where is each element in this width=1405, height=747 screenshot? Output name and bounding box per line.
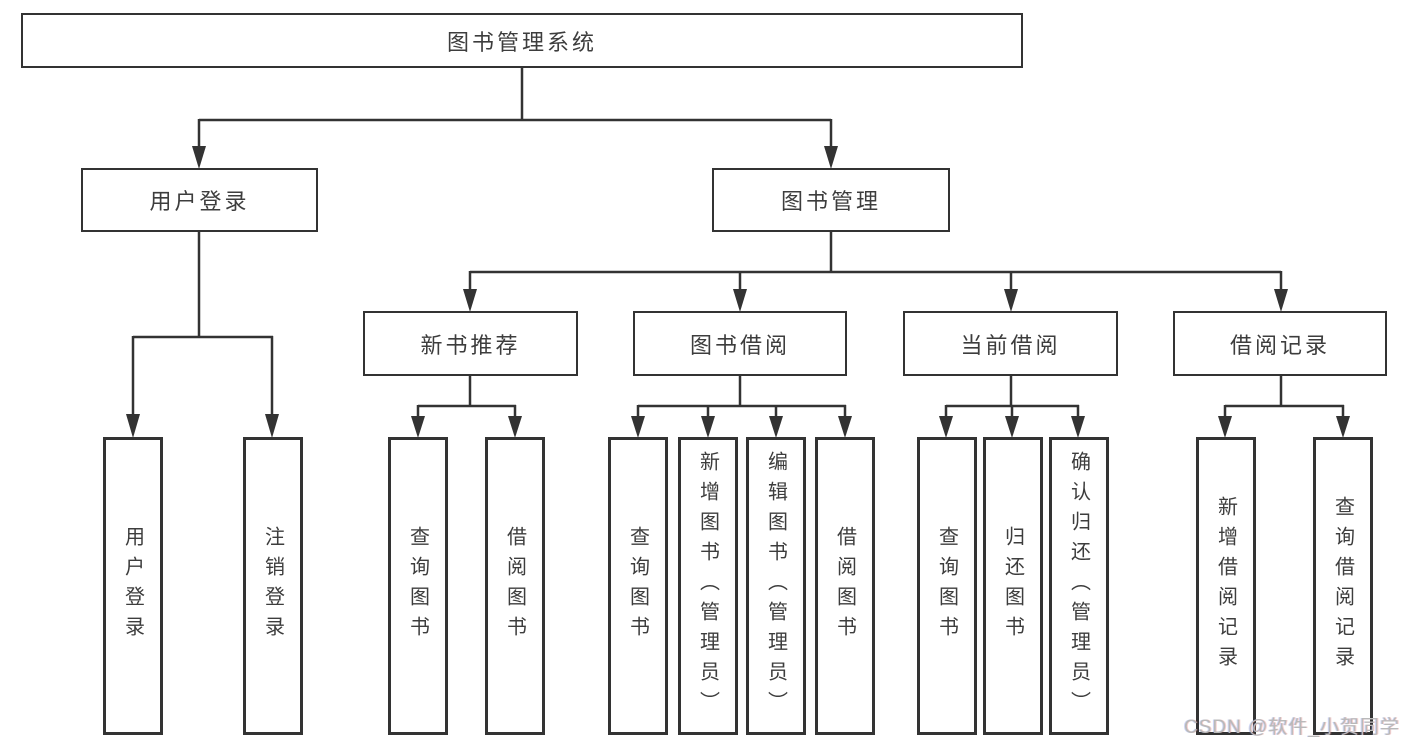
leaf-return-book-label: 归还图书: [1001, 526, 1024, 646]
arrowhead-book-mgmt: [824, 146, 838, 169]
leaf-query-books-1: 查询图书: [388, 437, 448, 735]
arrowhead-book-borrow: [733, 289, 747, 312]
leaf-query-books-2: 查询图书: [608, 437, 668, 735]
leaf-edit-book-admin-label: 编辑图书（管理员）: [764, 451, 787, 721]
node-user-login: 用户登录: [81, 168, 318, 232]
leaf-add-borrow-record: 新增借阅记录: [1196, 437, 1256, 735]
arrowhead-nb-leaf1: [411, 416, 425, 438]
node-new-book-recommendation: 新书推荐: [363, 311, 578, 376]
leaf-query-books-3-label: 查询图书: [935, 526, 958, 646]
leaf-user-login: 用户登录: [103, 437, 163, 735]
arrowhead-bb-leaf4: [838, 416, 852, 438]
leaf-return-book: 归还图书: [983, 437, 1043, 735]
arrowhead-br-leaf2: [1336, 416, 1350, 438]
csdn-watermark: CSDN @软件_小贺同学: [1184, 717, 1400, 738]
arrowhead-cb-leaf1: [939, 416, 953, 438]
leaf-add-book-admin-label: 新增图书（管理员）: [696, 451, 719, 721]
leaf-confirm-return-admin: 确认归还（管理员）: [1049, 437, 1109, 735]
leaf-query-borrow-record-label: 查询借阅记录: [1331, 496, 1354, 676]
leaf-confirm-return-admin-label: 确认归还（管理员）: [1067, 451, 1090, 721]
arrowhead-leaf-logout: [265, 414, 279, 438]
arrowhead-bb-leaf1: [631, 416, 645, 438]
leaf-borrow-books-2: 借阅图书: [815, 437, 875, 735]
leaf-logout: 注销登录: [243, 437, 303, 735]
arrowhead-br-leaf1: [1218, 416, 1232, 438]
leaf-query-books-3: 查询图书: [917, 437, 977, 735]
arrowhead-leaf-user-login: [126, 414, 140, 438]
arrowhead-nb-leaf2: [508, 416, 522, 438]
arrowhead-cb-leaf3: [1071, 416, 1085, 438]
arrowhead-bb-leaf2: [701, 416, 715, 438]
leaf-borrow-books-1-label: 借阅图书: [503, 526, 526, 646]
node-current-borrowing: 当前借阅: [903, 311, 1118, 376]
leaf-query-books-1-label: 查询图书: [406, 526, 429, 646]
leaf-add-borrow-record-label: 新增借阅记录: [1214, 496, 1237, 676]
node-book-borrowing: 图书借阅: [633, 311, 847, 376]
node-root-system: 图书管理系统: [21, 13, 1023, 68]
arrowhead-new-book: [463, 289, 477, 312]
arrowhead-cb-leaf2: [1005, 416, 1019, 438]
node-borrowing-records: 借阅记录: [1173, 311, 1387, 376]
arrowhead-current-borrow: [1004, 289, 1018, 312]
leaf-borrow-books-2-label: 借阅图书: [833, 526, 856, 646]
leaf-query-books-2-label: 查询图书: [626, 526, 649, 646]
leaf-borrow-books-1: 借阅图书: [485, 437, 545, 735]
arrowhead-borrow-record: [1274, 289, 1288, 312]
leaf-edit-book-admin: 编辑图书（管理员）: [746, 437, 806, 735]
leaf-user-login-label: 用户登录: [121, 526, 144, 646]
leaf-query-borrow-record: 查询借阅记录: [1313, 437, 1373, 735]
leaf-logout-label: 注销登录: [261, 526, 284, 646]
node-book-management: 图书管理: [712, 168, 950, 232]
leaf-add-book-admin: 新增图书（管理员）: [678, 437, 738, 735]
arrowhead-bb-leaf3: [769, 416, 783, 438]
arrowhead-user-login: [192, 146, 206, 169]
